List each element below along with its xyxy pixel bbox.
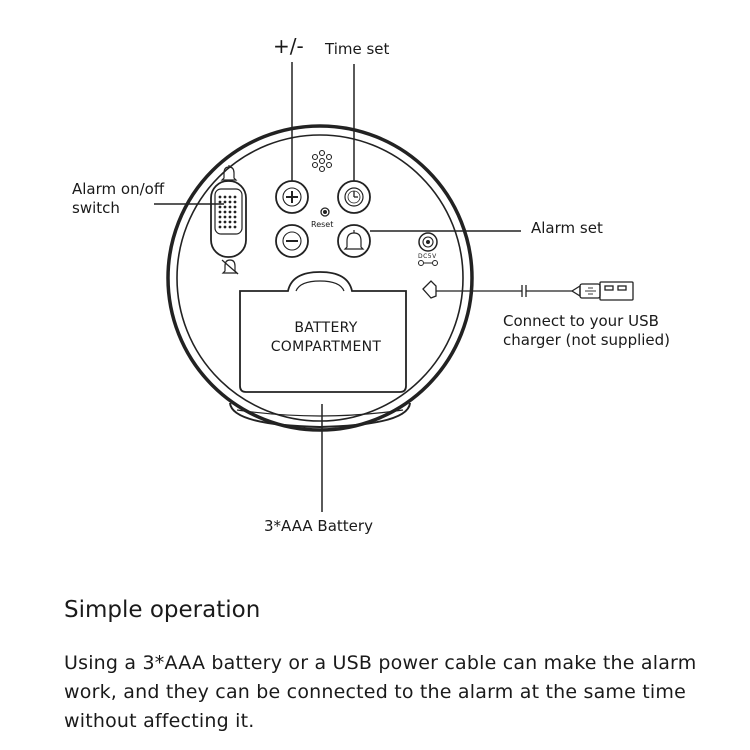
speaker-icon xyxy=(311,149,333,173)
battery-compartment-line1: BATTERY xyxy=(294,320,358,336)
plus-minus-label: +/- xyxy=(273,34,304,58)
dc-plug xyxy=(422,280,572,299)
alarm-set-label: Alarm set xyxy=(531,219,603,237)
switch-grip xyxy=(218,195,237,229)
battery-compartment-label: BATTERY COMPARTMENT xyxy=(244,319,408,357)
stand-base xyxy=(229,402,411,429)
clock-icon xyxy=(337,180,371,214)
mute-bell-icon xyxy=(221,259,239,275)
inner-ring xyxy=(176,134,464,422)
plus-button-icon xyxy=(275,180,309,214)
leader-lines xyxy=(154,62,521,512)
battery-compartment-line2: COMPARTMENT xyxy=(270,339,382,355)
alarm-onoff-line2: switch xyxy=(72,199,120,217)
usb-line1: Connect to your USB xyxy=(503,312,659,330)
alarm-onoff-line1: Alarm on/off xyxy=(72,180,165,198)
reset-hole xyxy=(320,207,330,217)
section-title: Simple operation xyxy=(64,597,261,623)
battery-compartment xyxy=(239,271,407,393)
usb-label: Connect to your USB charger (not supplie… xyxy=(503,312,670,350)
alarm-bell-icon xyxy=(337,224,371,258)
section-body: Using a 3*AAA battery or a USB power cab… xyxy=(64,652,697,732)
usb-plug-icon xyxy=(570,281,634,301)
minus-button-icon xyxy=(275,224,309,258)
clock-back-illustration xyxy=(154,62,634,512)
reset-label: Reset xyxy=(311,220,334,229)
outer-ring xyxy=(166,124,474,432)
alarm-switch xyxy=(210,180,247,258)
battery-label: 3*AAA Battery xyxy=(264,517,373,535)
alarm-onoff-label: Alarm on/off switch xyxy=(72,180,164,218)
dc-jack xyxy=(418,232,438,266)
dc-label: DC5V xyxy=(418,253,437,260)
bell-icon xyxy=(220,165,238,181)
usb-line2: charger (not supplied) xyxy=(503,331,671,349)
clock-back-diagram: +/- Time set Alarm on/off switch Alarm s… xyxy=(72,34,670,535)
time-set-label: Time set xyxy=(325,40,390,58)
clock-body xyxy=(166,124,474,432)
